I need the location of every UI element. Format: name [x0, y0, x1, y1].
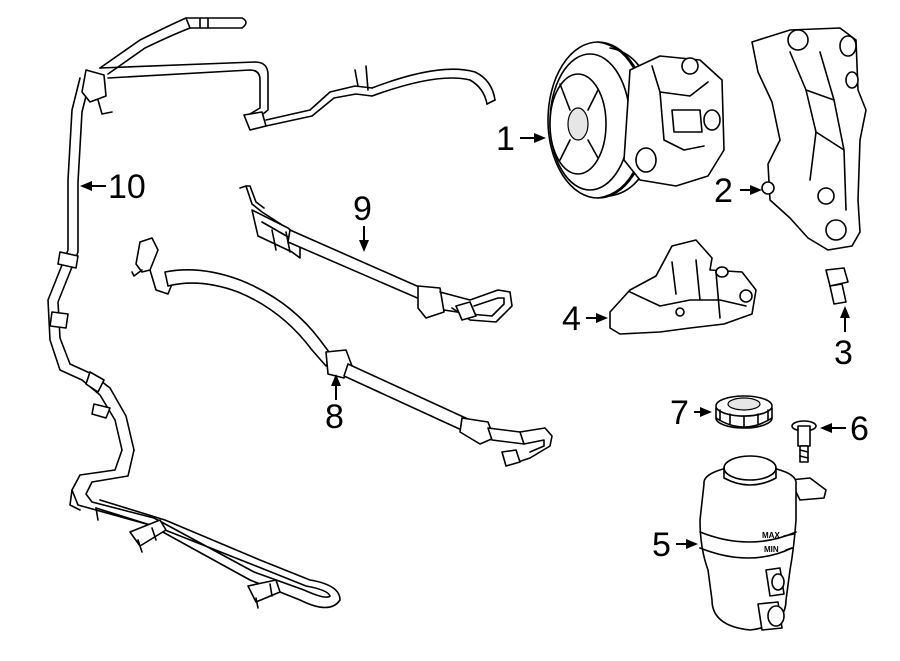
part-1-power-steering-pump: [547, 41, 725, 199]
part-3-bolt: [825, 267, 849, 305]
callout-3: 3: [834, 334, 853, 372]
callout-2: 2: [714, 172, 733, 210]
reservoir-max-mark: MAX: [762, 531, 780, 540]
callout-5: 5: [652, 526, 671, 564]
reservoir-min-mark: MIN: [764, 545, 779, 554]
part-7-reservoir-cap: [715, 395, 773, 429]
callout-4: 4: [562, 300, 581, 338]
callout-1: 1: [496, 120, 515, 158]
part-9-pressure-hose: [239, 185, 513, 323]
callout-8: 8: [325, 398, 344, 436]
callout-10: 10: [108, 168, 146, 206]
callout-9: 9: [353, 190, 372, 228]
part-5-fluid-reservoir: MAX MIN: [699, 455, 827, 631]
part-4-heat-shield: [609, 239, 757, 335]
part-10-steering-line-assembly: [47, 17, 496, 609]
part-8-return-hose: [131, 237, 553, 467]
part-2-pump-bracket: [751, 27, 867, 251]
callout-7: 7: [670, 394, 689, 432]
callout-arrows: [80, 133, 850, 549]
callout-labels: 1 2 3 4 5 6 7 8 9 10: [108, 120, 869, 564]
part-6-bolt: [791, 420, 817, 463]
callout-6: 6: [850, 410, 869, 448]
